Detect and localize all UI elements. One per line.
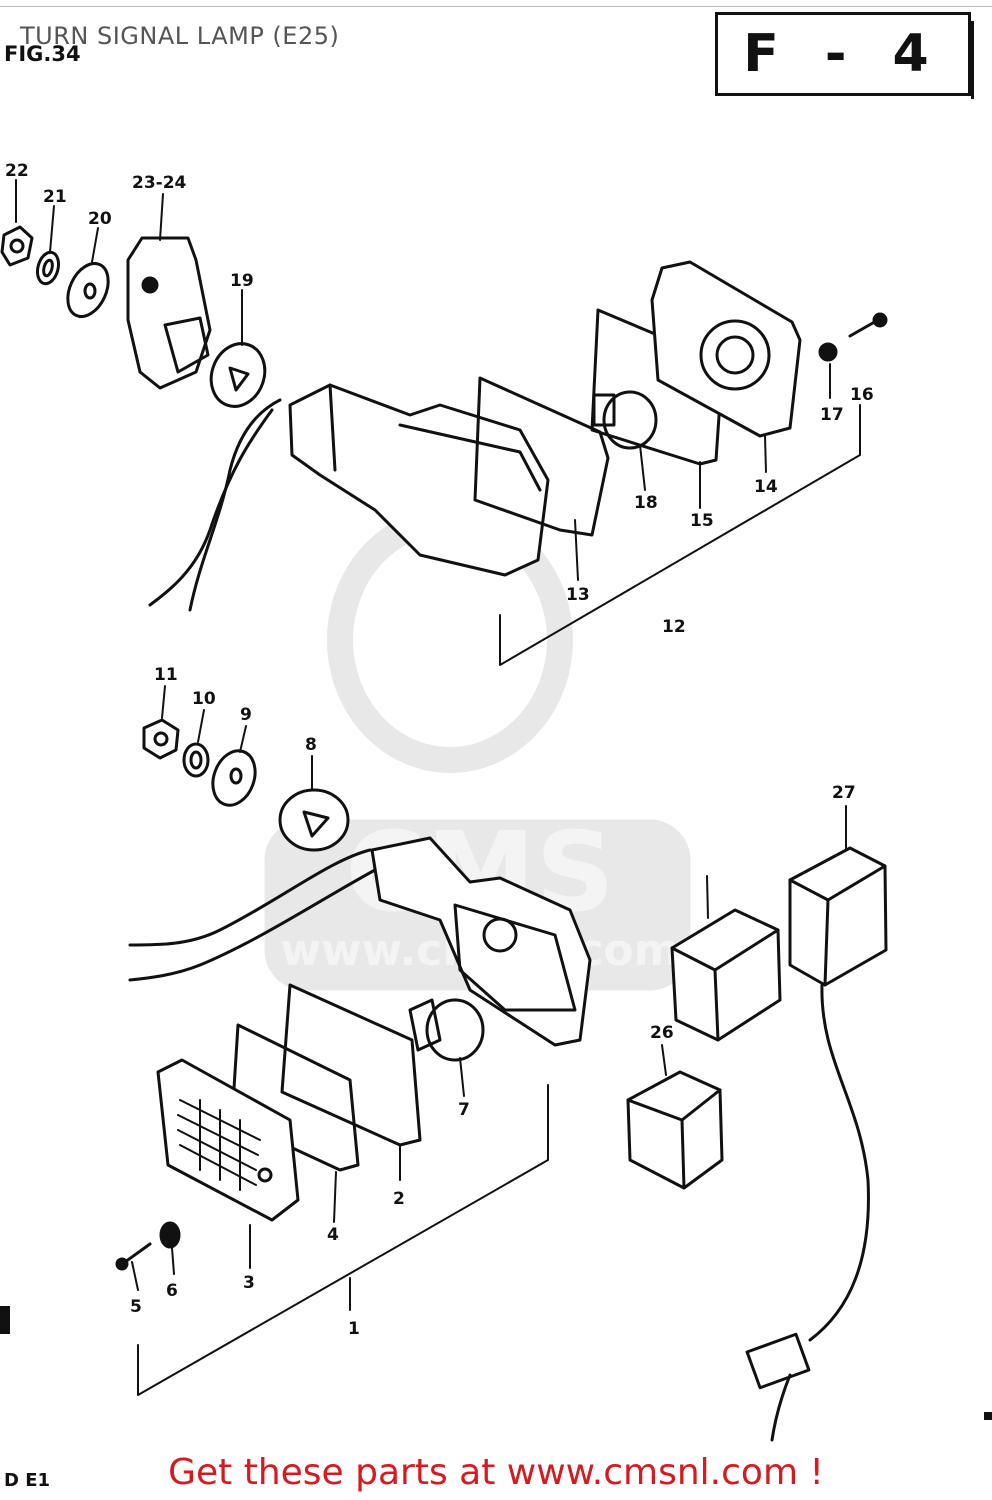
callout-8: 8: [305, 735, 317, 755]
callout-18: 18: [634, 493, 658, 513]
top-rule: [0, 6, 992, 7]
callout-19: 19: [230, 271, 254, 291]
callout-5: 5: [130, 1297, 142, 1317]
section-code-box: F - 4: [715, 12, 974, 99]
callout-25: 26: [650, 1023, 674, 1043]
relay-27: [670, 908, 782, 1042]
nut-22: [0, 225, 34, 267]
turn-signal-housing-lower: [128, 836, 592, 1047]
edge-mark-right: [984, 1412, 992, 1420]
leader-lines: [15, 179, 861, 1396]
callout-11: 11: [154, 665, 178, 685]
washer-9: [211, 749, 257, 807]
lens-3: [156, 1058, 300, 1222]
lens-14: [650, 260, 802, 438]
callout-1: 1: [348, 1319, 360, 1339]
nut-11: [142, 718, 180, 760]
callout-7: 7: [458, 1100, 470, 1120]
grommet-19: [209, 342, 267, 408]
bracket-23-24: [126, 236, 212, 390]
callout-13: 13: [566, 585, 590, 605]
callout-14: 14: [754, 477, 778, 497]
callout-6: 6: [166, 1281, 178, 1301]
washer-17: [818, 342, 838, 362]
figure-label: FIG.34: [4, 42, 81, 66]
washer-20: [66, 262, 110, 318]
washer-6: [159, 1221, 181, 1249]
screw-5: [115, 1242, 152, 1271]
edge-mark-left: [0, 1306, 10, 1334]
callout-4: 4: [327, 1225, 339, 1245]
relay-26-harness: [745, 846, 888, 1442]
callout-20: 20: [88, 209, 112, 229]
turn-signal-housing-upper: [148, 383, 550, 612]
screw-16: [848, 312, 888, 338]
washer-10: [182, 742, 210, 778]
callout-21: 21: [43, 187, 67, 207]
callout-labels: 22 21 20 23-24 19 16 17 14 18 15 13 12 1…: [5, 161, 874, 1339]
callout-3: 3: [243, 1273, 255, 1293]
page-title: TURN SIGNAL LAMP (E25): [20, 22, 340, 50]
callout-12: 12: [662, 617, 686, 637]
bottom-code: D E1: [4, 1470, 51, 1491]
cmsnl-footer-link[interactable]: Get these parts at www.cmsnl.com !: [168, 1452, 824, 1493]
relay-25: [626, 1070, 724, 1190]
washer-21: [35, 250, 61, 286]
callout-17: 17: [820, 405, 844, 425]
callout-9: 9: [240, 705, 252, 725]
callout-26: 27: [832, 783, 856, 803]
callout-22: 22: [5, 161, 29, 181]
callout-16: 16: [850, 385, 874, 405]
callout-2: 2: [393, 1189, 405, 1209]
callout-10: 10: [192, 689, 216, 709]
lens-gasket-2: [280, 983, 422, 1147]
callout-15: 15: [690, 511, 714, 531]
callout-23-24: 23-24: [132, 173, 187, 193]
grommet-8: [278, 788, 350, 852]
bulb-7: [408, 998, 485, 1062]
